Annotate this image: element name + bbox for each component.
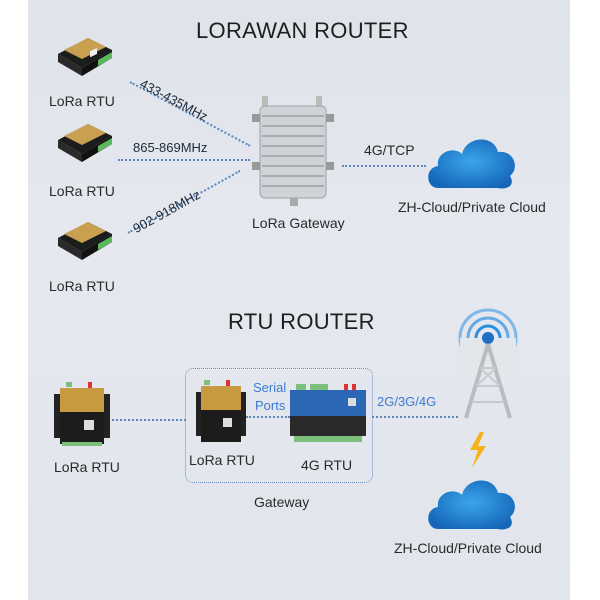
- serial-label-line1: Serial: [253, 380, 287, 395]
- cloud-label-rtu: ZH-Cloud/Private Cloud: [394, 540, 542, 556]
- link-serial-ports: [246, 416, 290, 418]
- cloud-label-lorawan: ZH-Cloud/Private Cloud: [398, 199, 546, 215]
- link-865: [118, 159, 250, 161]
- lora-rtu-label-1: LoRa RTU: [49, 93, 115, 109]
- lorawan-title: LORAWAN ROUTER: [196, 18, 409, 43]
- link-2g3g4g: [372, 416, 458, 418]
- link-rtu-to-gateway: [112, 419, 186, 421]
- rtu-router-title: RTU ROUTER: [228, 309, 375, 334]
- lora-rtu-device-in-gateway: [196, 380, 246, 442]
- cell-tower-icon: [458, 308, 518, 419]
- lora-gateway-device: [252, 96, 334, 206]
- lora-rtu-label-3: LoRa RTU: [49, 278, 115, 294]
- cloud-icon: [428, 139, 515, 189]
- lora-rtu-label-2: LoRa RTU: [49, 183, 115, 199]
- lightning-bolt-icon: [470, 432, 486, 468]
- rtu-4g-device: [290, 384, 366, 442]
- link-4g-tcp: [342, 165, 426, 167]
- link-2g3g4g-label: 2G/3G/4G: [377, 394, 437, 409]
- lora-rtu-device-2: [58, 124, 112, 162]
- cloud-icon-rtu: [428, 480, 515, 530]
- lora-rtu-label-in-gateway: LoRa RTU: [189, 452, 255, 468]
- serial-label-line2: Ports: [255, 398, 286, 413]
- gateway-group-label: Gateway: [254, 494, 310, 510]
- lora-rtu-device-standalone: [54, 382, 110, 446]
- lora-rtu-device-1: [58, 38, 112, 76]
- lora-rtu-device-3: [58, 222, 112, 260]
- lora-rtu-label-standalone: LoRa RTU: [54, 459, 120, 475]
- rtu-4g-label: 4G RTU: [301, 457, 353, 473]
- gateway-group-box: [185, 368, 373, 483]
- lora-gateway-label: LoRa Gateway: [252, 215, 345, 231]
- link-4g-tcp-label: 4G/TCP: [364, 142, 415, 158]
- frequency-label-865: 865-869MHz: [133, 140, 208, 155]
